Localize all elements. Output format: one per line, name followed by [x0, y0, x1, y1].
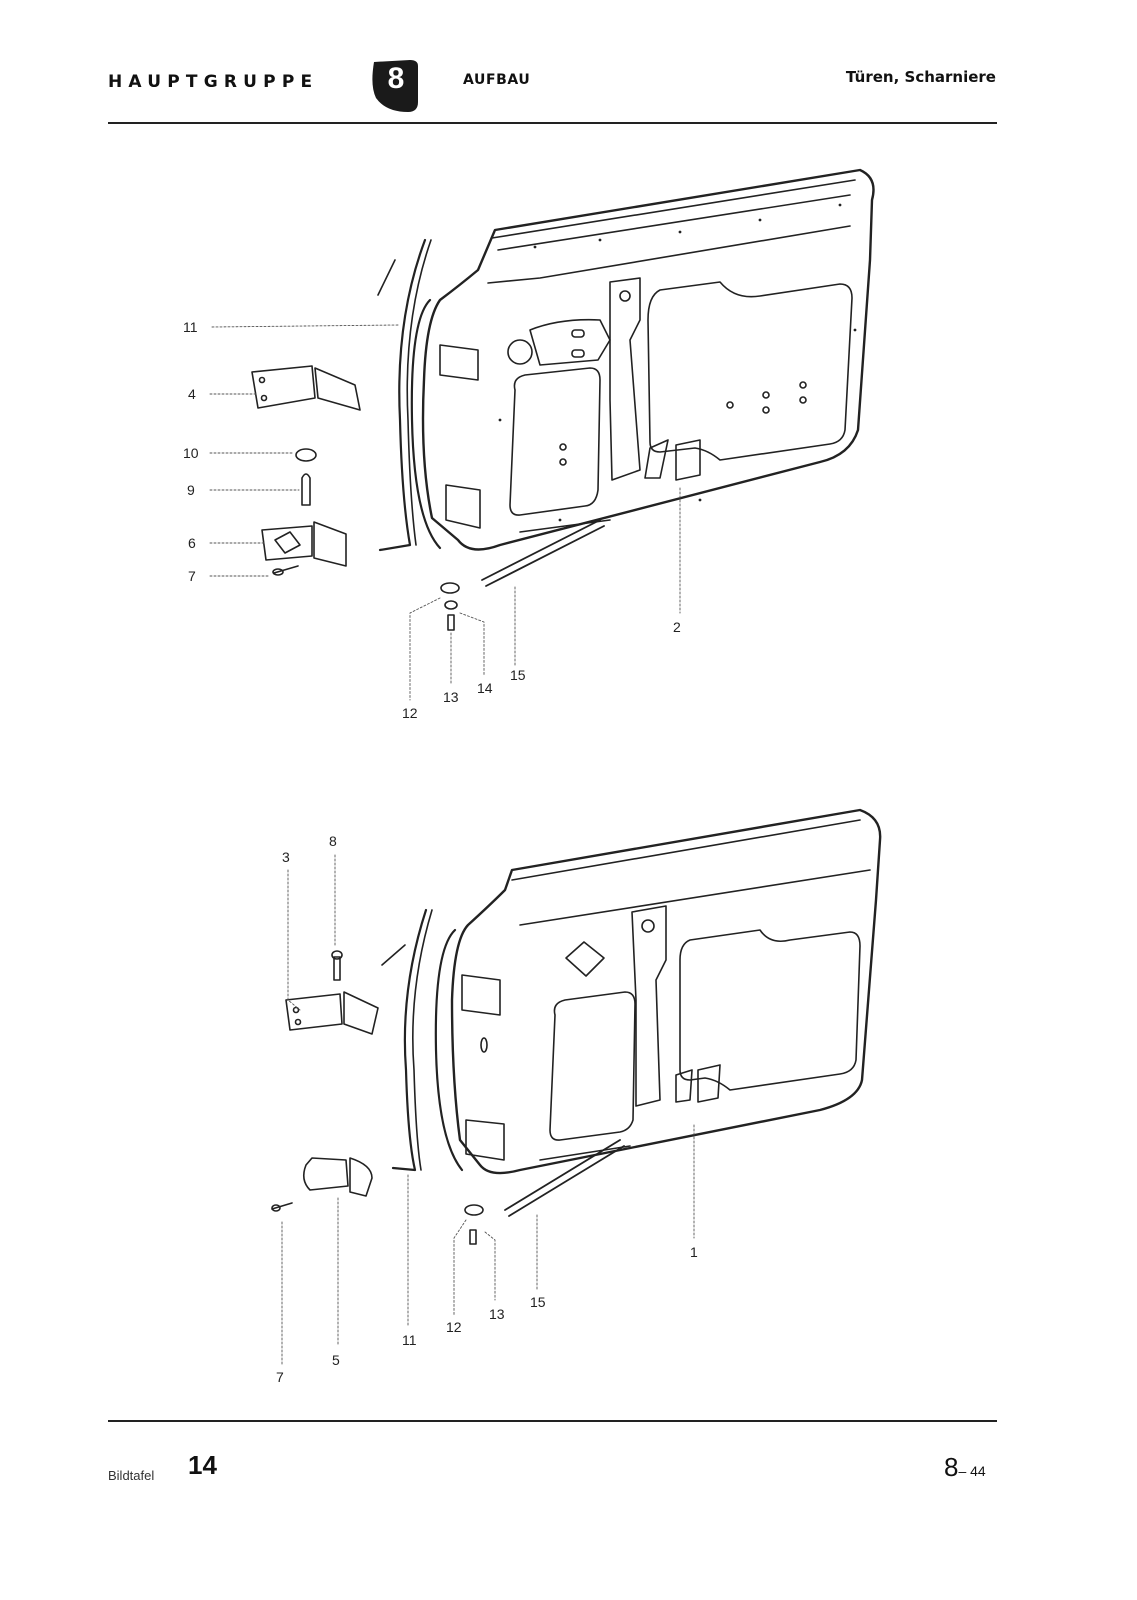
header-divider	[108, 122, 997, 124]
page-main: 8	[944, 1452, 959, 1482]
plate-number: 14	[188, 1450, 217, 1480]
page-number: 8– 44	[944, 1452, 986, 1483]
group-number: 8	[387, 62, 405, 95]
callout-label: 3	[282, 849, 290, 865]
plate-label: Bildtafel	[108, 1468, 155, 1483]
weatherstrip-upper	[378, 238, 427, 552]
callout-label: 14	[477, 680, 493, 696]
footer-divider	[108, 1420, 997, 1422]
callout-label: 5	[332, 1352, 340, 1368]
callout-label: 11	[183, 319, 198, 335]
callout-label: 12	[402, 705, 418, 721]
callout-label: 13	[489, 1306, 505, 1322]
callout-label: 11	[402, 1332, 417, 1348]
callout-label: 15	[530, 1294, 546, 1310]
callout-label: 1	[690, 1244, 698, 1260]
callout-label: 6	[188, 535, 196, 551]
callout-label: 4	[188, 386, 196, 402]
callout-label: 15	[510, 667, 526, 683]
callout-label: 12	[446, 1319, 462, 1335]
callout-label: 7	[276, 1369, 284, 1385]
callout-label: 9	[187, 482, 195, 498]
topic-title: Türen, Scharniere	[845, 68, 996, 86]
callout-label: 8	[329, 833, 337, 849]
section-title: AUFBAU	[463, 72, 531, 88]
callout-label: 2	[673, 619, 681, 635]
door-shell-lower	[434, 808, 882, 1175]
page-sub: – 44	[958, 1463, 986, 1479]
door-shell-upper	[410, 168, 875, 551]
group-badge-icon	[368, 58, 420, 114]
callout-label: 7	[188, 568, 196, 584]
main-group-label: HAUPTGRUPPE	[108, 72, 319, 92]
callout-label: 10	[183, 445, 199, 461]
callout-label: 13	[443, 689, 459, 705]
